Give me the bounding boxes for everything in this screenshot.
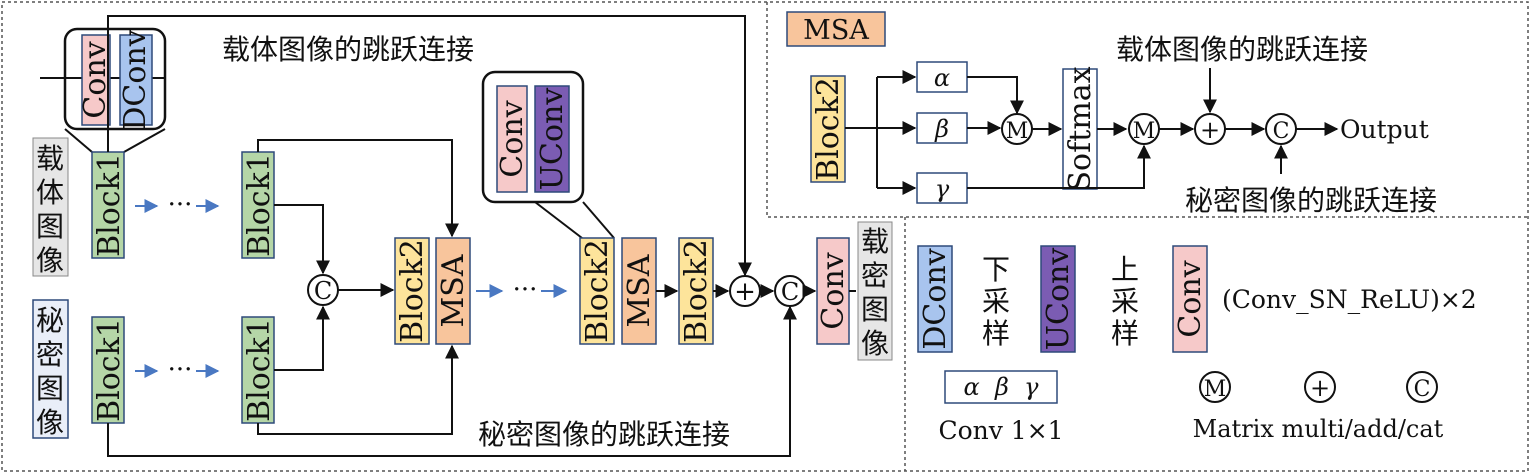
beta-label: β: [934, 115, 949, 143]
ops-description: Matrix multi/add/cat: [1193, 415, 1444, 443]
downsample-char: 采: [982, 285, 1010, 318]
conv-label: Conv: [816, 252, 851, 329]
inset-conv-label: Conv: [495, 100, 530, 177]
legend-uconv-box: [1040, 245, 1076, 353]
legend-plus-circle: [1304, 371, 1336, 403]
msa-label: MSA: [436, 254, 471, 327]
block1-secret-left: [91, 316, 125, 424]
matmul-m-label: M: [1133, 119, 1156, 144]
legend-greek-box: [944, 370, 1058, 404]
legend-plus-label: +: [1310, 374, 1330, 402]
secret-image-char: 图: [36, 372, 64, 405]
cover-skip-label: 载体图像的跳跃连接: [222, 33, 474, 66]
legend-greek-label: α β γ: [964, 373, 1040, 401]
msa-cover-skip-label: 载体图像的跳跃连接: [1116, 33, 1368, 66]
stego-image-char: 密: [861, 259, 889, 292]
msa-block2: [810, 75, 846, 183]
legend-conv-box: [1172, 245, 1208, 353]
msa-panel-title: MSA: [803, 15, 869, 46]
inset-conv-box: [496, 85, 528, 193]
softmax-label: Softmax: [1063, 66, 1098, 191]
block2-label: Block2: [679, 239, 714, 343]
concat-c-label: C: [314, 277, 332, 305]
block1-label: Block1: [242, 318, 277, 422]
secret-image-char: 秘: [36, 304, 64, 337]
secret-skip-label: 秘密图像的跳跃连接: [478, 418, 730, 451]
cover-image-char: 体: [36, 176, 64, 209]
msa-first: [435, 237, 471, 345]
inset-uconv-label: UConv: [535, 88, 570, 191]
upsample-char: 采: [1111, 285, 1139, 318]
downsample-char: 下: [982, 253, 1010, 286]
block2-label: Block2: [395, 239, 430, 343]
add-plus-label: +: [734, 277, 756, 307]
block2-second: [579, 237, 615, 345]
legend-c-label: C: [1414, 377, 1431, 402]
conv-description: (Conv_SN_ReLU)×2: [1222, 285, 1477, 314]
block2-label: Block2: [811, 77, 846, 181]
msa-second: [621, 237, 657, 345]
block2-label: Block2: [580, 239, 615, 343]
legend-c-circle: [1406, 371, 1438, 403]
downsample-char: 样: [982, 317, 1010, 350]
legend-uconv-label: UConv: [1041, 248, 1076, 351]
stego-image-box: [857, 221, 893, 361]
ellipsis: ···: [513, 275, 538, 305]
block1-label: Block1: [92, 153, 127, 257]
msa-panel-frame: [766, 2, 1528, 218]
msa-panel-title-box: [786, 11, 886, 47]
stego-image-char: 载: [861, 225, 889, 258]
upsample-char: 上: [1111, 253, 1139, 286]
output-label: Output: [1340, 115, 1429, 144]
secret-image-box: [32, 299, 69, 439]
legend-m-circle: [1199, 371, 1231, 403]
alpha-label: α: [934, 64, 950, 92]
conv-final: [816, 237, 850, 345]
block1-secret-right: [241, 316, 275, 424]
inset-dconv-label: DConv: [118, 29, 153, 130]
block1-label: Block1: [92, 318, 127, 422]
block1-label: Block1: [242, 153, 277, 257]
inset-uconv-box: [534, 85, 570, 193]
gamma-label: γ: [935, 175, 950, 203]
legend-dconv-box: [917, 245, 953, 353]
matmul-m-label: M: [1006, 119, 1029, 144]
inset-conv-box: [81, 34, 111, 126]
legend-conv-label: Conv: [1173, 260, 1208, 337]
ellipsis: ···: [168, 355, 193, 385]
cover-image-char: 像: [36, 244, 64, 277]
upsample-char: 样: [1111, 317, 1139, 350]
secret-image-char: 密: [36, 338, 64, 371]
cover-image-char: 图: [36, 210, 64, 243]
stego-image-char: 像: [861, 327, 889, 360]
legend-dconv-label: DConv: [918, 248, 953, 349]
concat-c-label: C: [781, 278, 799, 306]
beta-box: [916, 112, 968, 144]
msa-label: MSA: [622, 254, 657, 327]
block2-first: [394, 237, 430, 345]
secret-image-char: 像: [36, 406, 64, 439]
cover-image-box: [32, 137, 69, 277]
stego-image-char: 图: [861, 293, 889, 326]
gamma-box: [916, 172, 968, 204]
ellipsis: ···: [168, 190, 193, 220]
inset-dconv-box: [119, 34, 153, 126]
concat-c-label: C: [1273, 119, 1290, 144]
msa-secret-skip-label: 秘密图像的跳跃连接: [1185, 184, 1437, 217]
legend-m-label: M: [1204, 377, 1227, 402]
cover-image-char: 载: [36, 142, 64, 175]
conv1x1-label: Conv 1×1: [938, 416, 1063, 445]
add-plus-label: +: [1200, 116, 1220, 144]
